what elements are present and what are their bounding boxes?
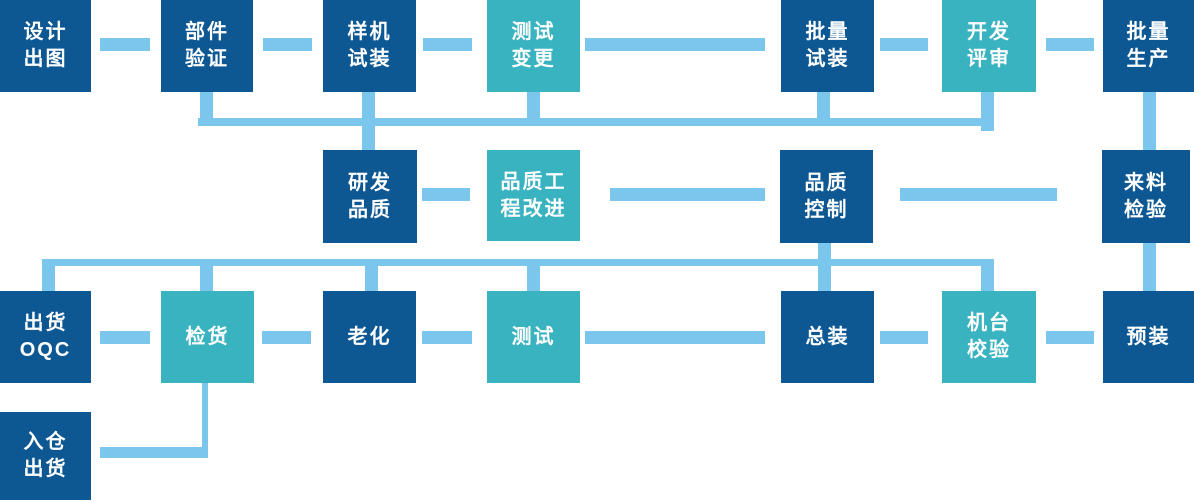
drop-massproduction-to-incoming [1143, 92, 1156, 152]
connector-aging-to-testing [422, 331, 472, 344]
drop-testchange-to-bus1 [527, 92, 540, 126]
node-test-change: 测试 变更 [487, 0, 580, 92]
node-label: 开发 评审 [967, 21, 1011, 70]
node-mass-production: 批量 生产 [1103, 0, 1194, 92]
drop-qualitycontrol-to-assembly [818, 243, 831, 291]
node-label: 测试 变更 [511, 21, 556, 70]
node-label: 样机 试装 [347, 21, 392, 70]
node-batch-trial-assembly: 批量 试装 [781, 0, 874, 92]
node-incoming-inspection: 来料 检验 [1102, 150, 1190, 243]
node-label: 检货 [185, 325, 230, 348]
node-label: 部件 验证 [185, 21, 229, 70]
node-label: 总装 [805, 325, 850, 348]
node-label: 批量 生产 [1126, 21, 1171, 70]
connector-oqc-to-inspection [100, 331, 150, 344]
node-prototype-trial-assembly: 样机 试装 [323, 0, 416, 92]
connector-testing-to-assembly [585, 331, 765, 344]
connector-design-to-component [100, 38, 150, 51]
node-machine-calibration: 机台 校验 [942, 291, 1036, 383]
connector-calibration-to-preassembly [1046, 331, 1094, 344]
node-label: 出货 OQC [19, 312, 72, 361]
node-quality-control: 品质 控制 [780, 150, 873, 243]
node-component-verification: 部件 验证 [161, 0, 253, 92]
node-warehouse-shipping: 入仓 出货 [0, 412, 91, 500]
connector-rdquality-to-qei [422, 188, 470, 201]
node-label: 品质 控制 [804, 171, 849, 221]
node-testing: 测试 [487, 291, 580, 383]
node-label: 机台 校验 [967, 312, 1011, 361]
connector-prototype-to-testchange [423, 38, 472, 51]
drop-incoming-to-preassembly [1143, 243, 1156, 291]
node-final-assembly: 总装 [781, 291, 874, 383]
connector-devreview-to-massproduction [1046, 38, 1094, 51]
bus-line-1 [198, 118, 994, 126]
node-label: 入仓 出货 [23, 431, 68, 480]
connector-testchange-to-batchtrial [585, 38, 765, 51]
drop-component-to-bus1 [200, 92, 213, 126]
node-quality-engineering-improvement: 品质工 程改进 [487, 150, 580, 241]
node-label: 预装 [1126, 325, 1171, 348]
bus2-drop-inspection [200, 259, 213, 291]
elbow-inspection-warehouse-horizontal [100, 447, 208, 458]
connector-qualitycontrol-to-incoming [900, 188, 1057, 201]
node-label: 设计 出图 [23, 21, 68, 70]
node-development-review: 开发 评审 [942, 0, 1036, 92]
node-label: 测试 [511, 325, 556, 348]
connector-inspection-to-aging [262, 331, 311, 344]
node-label: 来料 检验 [1124, 171, 1168, 221]
connector-qei-to-qualitycontrol [610, 188, 765, 201]
node-pre-assembly: 预装 [1103, 291, 1194, 383]
node-design-drawing: 设计 出图 [0, 0, 91, 92]
node-label: 研发 品质 [348, 171, 392, 221]
connector-batchtrial-to-devreview [880, 38, 928, 51]
bus2-drop-calibration [981, 259, 994, 291]
node-label: 批量 试装 [805, 21, 850, 70]
drop-batchtrial-to-bus1 [817, 92, 830, 126]
connector-assembly-to-calibration [880, 331, 928, 344]
elbow-inspection-warehouse-vertical [202, 383, 208, 458]
node-label: 品质工 程改进 [500, 170, 567, 220]
bus-line-2 [44, 259, 994, 266]
node-rd-quality: 研发 品质 [323, 150, 417, 243]
node-goods-inspection: 检货 [161, 291, 254, 383]
bus2-drop-oqc [42, 259, 55, 291]
bus2-drop-aging [365, 259, 378, 291]
node-aging: 老化 [323, 291, 416, 383]
connector-component-to-prototype [263, 38, 312, 51]
node-label: 老化 [347, 325, 392, 348]
node-shipment-oqc: 出货 OQC [0, 291, 91, 383]
bus2-drop-testing [527, 259, 540, 291]
